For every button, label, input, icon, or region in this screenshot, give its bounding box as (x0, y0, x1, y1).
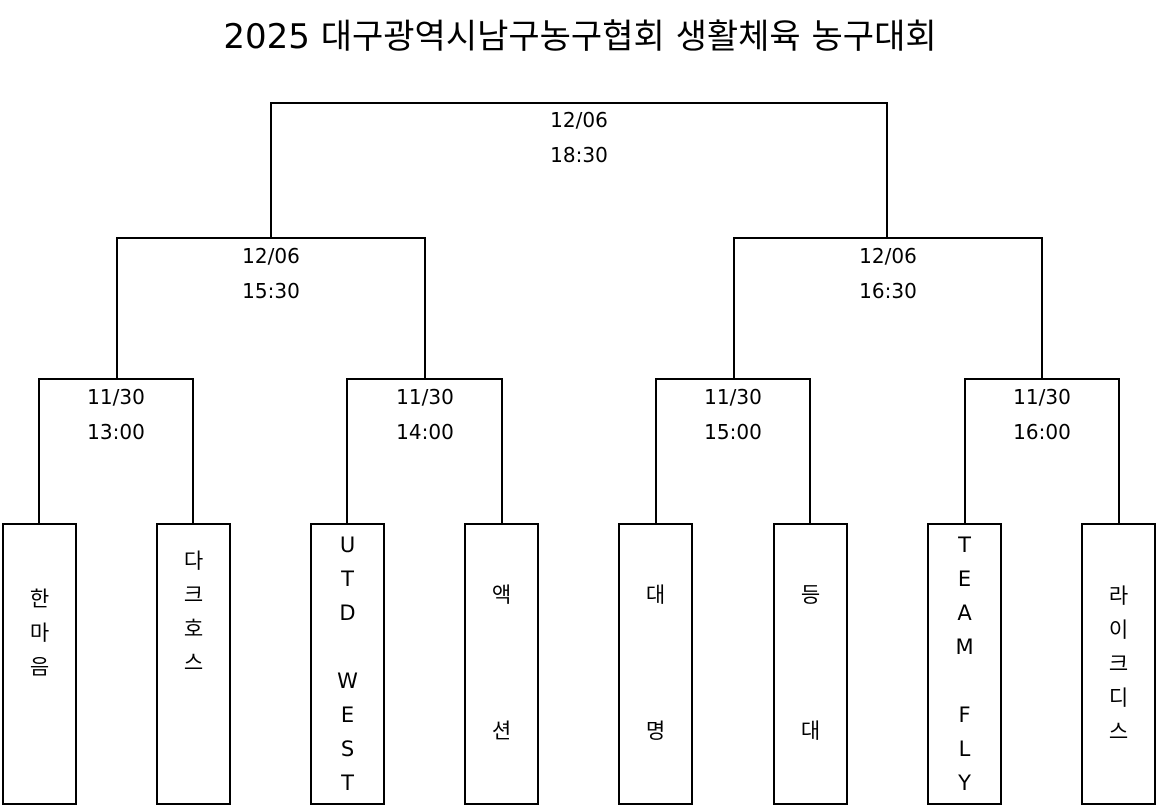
team-box-2: 다 크 호 스 (156, 523, 231, 805)
team-box-7: T E A M F L Y (927, 523, 1002, 805)
team-box-5: 대 명 (618, 523, 693, 805)
qf4-date: 11/30 (1013, 385, 1071, 409)
team-name-4: 액 션 (491, 583, 512, 743)
qf3-bracket-line (655, 378, 811, 523)
qf3-date: 11/30 (704, 385, 762, 409)
team-box-6: 등 대 (773, 523, 848, 805)
qf4-bracket-line (964, 378, 1120, 523)
qf1-time: 13:00 (87, 420, 145, 444)
semi-left-bracket-line (116, 237, 426, 379)
semi-left-date: 12/06 (242, 244, 300, 268)
team-box-4: 액 션 (464, 523, 539, 805)
final-match-label: 12/06 18:30 (499, 103, 659, 173)
qf3-match-label: 11/30 15:00 (653, 380, 813, 450)
tournament-title: 2025 대구광역시남구농구협회 생활체육 농구대회 (223, 17, 937, 57)
semi-left-time: 15:30 (242, 279, 300, 303)
final-bracket-line (270, 102, 888, 238)
team-name-5: 대 명 (645, 583, 666, 743)
semi-right-match-label: 12/06 16:30 (808, 239, 968, 309)
team-name-7: T E A M F L Y (955, 533, 974, 795)
team-box-3: U T D W E S T (310, 523, 385, 805)
qf1-date: 11/30 (87, 385, 145, 409)
qf2-time: 14:00 (396, 420, 454, 444)
qf1-bracket-line (38, 378, 194, 523)
final-date: 12/06 (550, 108, 608, 132)
team-name-2: 다 크 호 스 (183, 549, 204, 675)
team-name-3: U T D W E S T (337, 533, 358, 795)
qf3-time: 15:00 (704, 420, 762, 444)
team-box-8: 라 이 크 디 스 (1081, 523, 1156, 805)
final-time: 18:30 (550, 143, 608, 167)
qf4-time: 16:00 (1013, 420, 1071, 444)
semi-left-match-label: 12/06 15:30 (191, 239, 351, 309)
semi-right-bracket-line (733, 237, 1043, 379)
team-name-8: 라 이 크 디 스 (1108, 584, 1129, 744)
qf4-match-label: 11/30 16:00 (962, 380, 1122, 450)
semi-right-time: 16:30 (859, 279, 917, 303)
qf1-match-label: 11/30 13:00 (36, 380, 196, 450)
team-box-1: 한 마 음 (2, 523, 77, 805)
team-name-6: 등 대 (800, 583, 821, 743)
qf2-match-label: 11/30 14:00 (345, 380, 505, 450)
semi-right-date: 12/06 (859, 244, 917, 268)
qf2-date: 11/30 (396, 385, 454, 409)
team-name-1: 한 마 음 (29, 587, 50, 679)
qf2-bracket-line (346, 378, 503, 523)
